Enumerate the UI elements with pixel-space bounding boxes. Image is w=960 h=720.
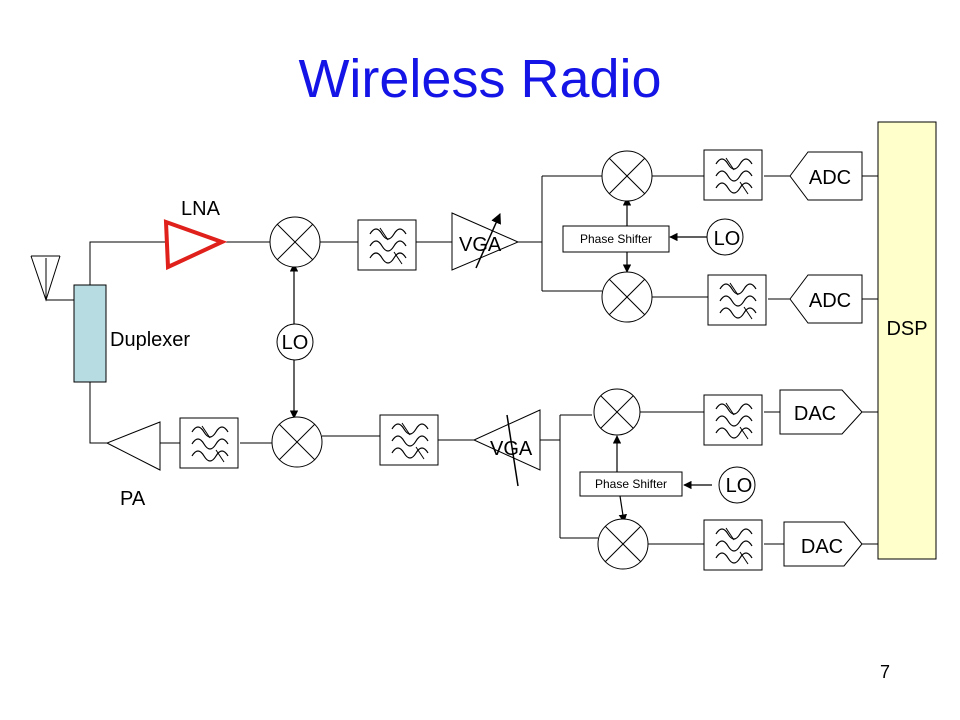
dac-i-label: DAC bbox=[794, 403, 836, 425]
adc-q-block bbox=[789, 274, 863, 324]
pa-amplifier bbox=[105, 421, 161, 471]
rx-filter-1 bbox=[357, 219, 417, 271]
signal-wires bbox=[45, 175, 878, 545]
adc-q-label: ADC bbox=[809, 290, 851, 312]
rx-i-filter bbox=[703, 149, 763, 201]
tx-filter-1 bbox=[179, 417, 239, 469]
tx-vga bbox=[472, 409, 541, 487]
tx-iq-lo-label: LO bbox=[726, 475, 753, 497]
dac-i-block bbox=[779, 389, 863, 435]
lna-amplifier bbox=[163, 219, 228, 271]
duplexer-label: Duplexer bbox=[110, 329, 190, 351]
adc-i-label: ADC bbox=[809, 167, 851, 189]
antenna-icon bbox=[30, 255, 61, 302]
tx-phase-shifter-label: Phase Shifter bbox=[595, 477, 667, 491]
adc-i-block bbox=[789, 151, 863, 201]
rx-i-mixer bbox=[601, 150, 653, 202]
tx-i-mixer bbox=[593, 388, 641, 436]
pa-label: PA bbox=[120, 488, 146, 510]
rx-mixer bbox=[269, 216, 321, 268]
lo-arrows bbox=[289, 197, 712, 523]
dac-q-block bbox=[783, 521, 863, 567]
dac-q-label: DAC bbox=[801, 536, 843, 558]
rx-phase-shifter-label: Phase Shifter bbox=[580, 232, 652, 246]
tx-q-mixer bbox=[597, 518, 649, 570]
tx-phase-shifter bbox=[579, 471, 683, 497]
tx-mixer bbox=[271, 416, 323, 468]
tx-q-filter bbox=[703, 519, 763, 571]
tx-i-filter bbox=[703, 394, 763, 446]
rx-iq-lo-label: LO bbox=[714, 228, 741, 250]
rx-vga-label: VGA bbox=[459, 234, 502, 256]
rx-vga bbox=[451, 212, 520, 271]
tx-iq-lo-oscillator bbox=[718, 466, 756, 504]
tx-vga-label: VGA bbox=[490, 438, 533, 460]
rx-iq-lo-oscillator bbox=[706, 218, 744, 256]
rx-phase-shifter bbox=[562, 225, 670, 253]
slide-title: Wireless Radio bbox=[298, 49, 662, 109]
lna-label: LNA bbox=[181, 198, 221, 220]
rx-lo-label: LO bbox=[282, 332, 309, 354]
rx-q-mixer bbox=[601, 271, 653, 323]
tx-filter-2 bbox=[379, 414, 439, 466]
dsp-block bbox=[877, 121, 937, 560]
rx-q-filter bbox=[707, 274, 767, 326]
dsp-label: DSP bbox=[886, 318, 927, 340]
page-number: 7 bbox=[880, 662, 891, 682]
rx-lo-oscillator bbox=[276, 323, 314, 361]
duplexer-block bbox=[73, 284, 107, 383]
